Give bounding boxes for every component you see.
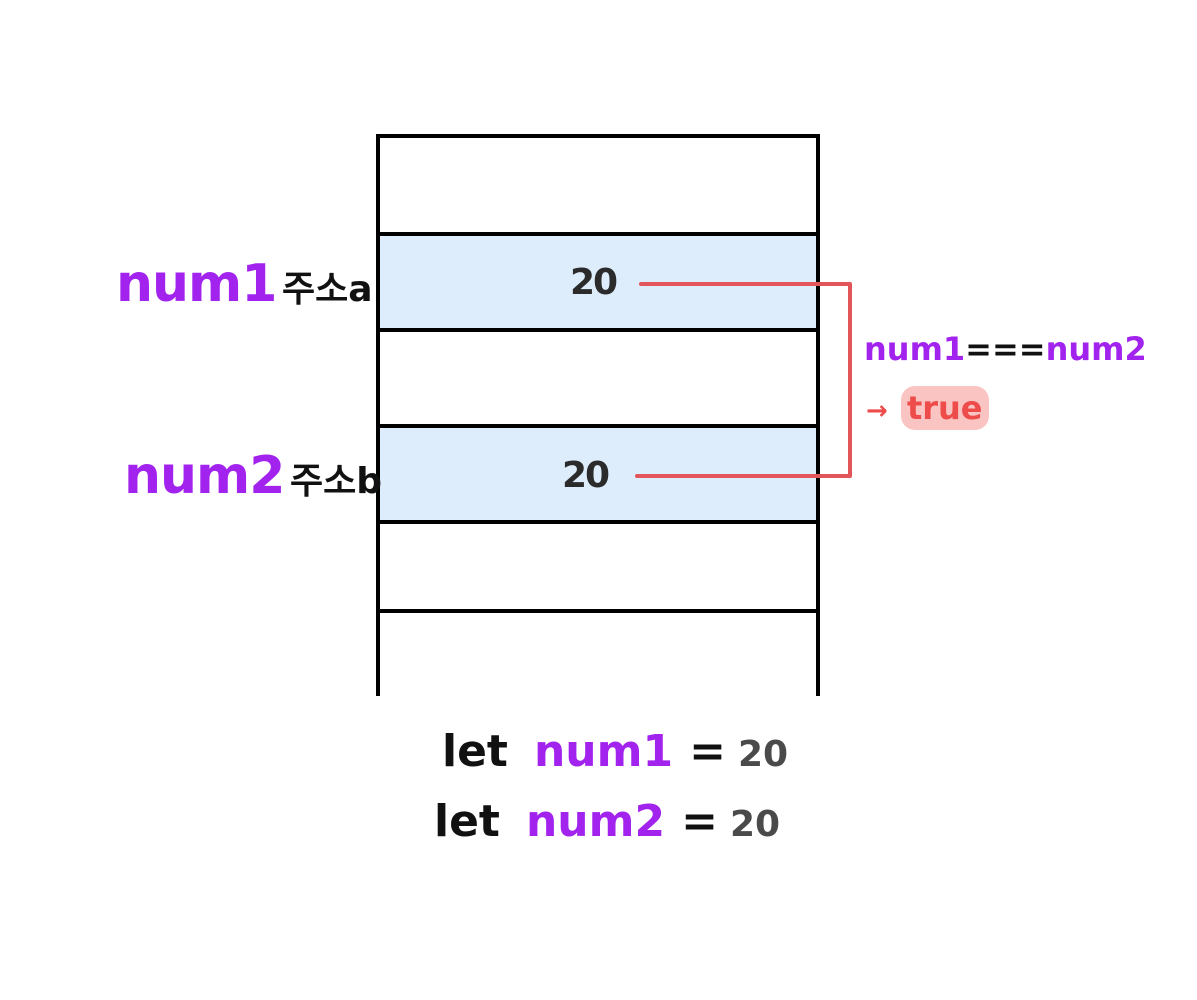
cell-divider [380,609,816,613]
right-arrow-icon: → [866,396,888,426]
memory-cell-2 [380,330,816,426]
memory-value-num2: 20 [562,455,610,496]
cell-divider [380,232,816,236]
row-label-num2: num2 주소b [124,446,382,506]
compare-operator: === [965,330,1046,368]
memory-cell-5 [380,610,816,696]
compare-left: num1 [864,330,966,368]
address-label: 주소a [281,269,373,310]
code-operator: = [689,726,726,777]
cell-divider [380,520,816,524]
code-line-1: let num1 = 20 [442,726,788,777]
comparison-result: → true [866,386,989,430]
code-operator: = [681,796,718,847]
code-variable: num2 [525,796,666,847]
result-badge: true [900,386,989,430]
code-value: 20 [737,734,789,775]
code-keyword: let [442,726,508,777]
memory-cell-4 [380,522,816,610]
cell-divider [380,328,816,332]
row-label-num1: num1 주소a [116,254,373,314]
code-variable: num1 [533,726,674,777]
address-label: 주소b [289,461,382,502]
memory-value-num1: 20 [570,262,618,303]
comparison-expression: num1===num2 [864,330,1147,368]
variable-name: num1 [116,254,277,314]
code-line-2: let num2 = 20 [434,796,780,847]
code-keyword: let [434,796,500,847]
variable-name: num2 [124,446,285,506]
memory-block [376,134,820,696]
cell-divider [380,424,816,428]
code-value: 20 [729,804,781,845]
compare-right: num2 [1045,330,1147,368]
memory-cell-0 [380,138,816,234]
